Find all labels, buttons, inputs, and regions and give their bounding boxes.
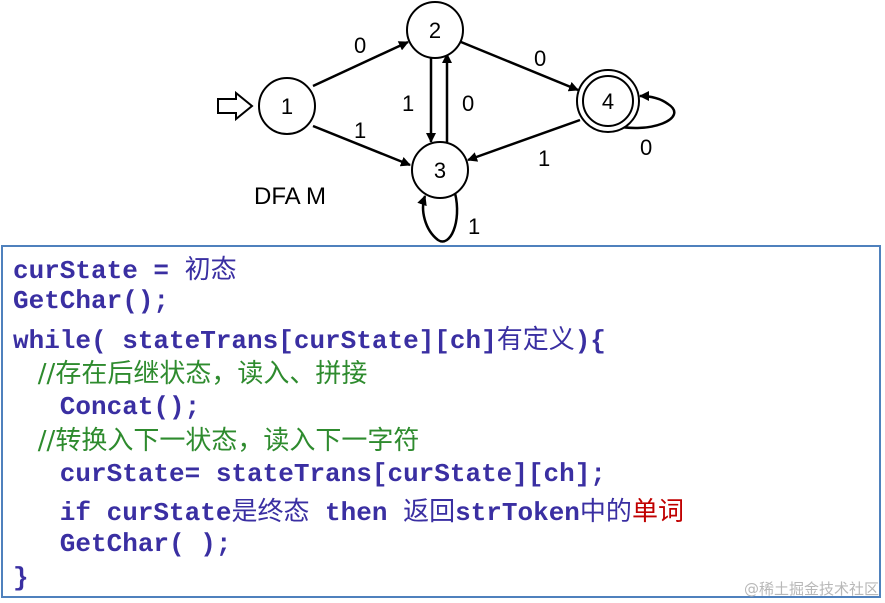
dfa-diagram: 1 2 3 4 0 1 1 0 0 1 0 1 DFA M <box>217 1 676 243</box>
edge-4-4-loop <box>611 91 676 130</box>
code-line-5: Concat(); <box>13 392 201 422</box>
edge-3-3-loop <box>417 192 459 243</box>
state-2: 2 <box>406 1 464 59</box>
state-1: 1 <box>258 77 316 135</box>
code-line-7: curState= stateTrans[curState][ch]; <box>13 459 606 489</box>
edge-4-4-label: 0 <box>640 135 652 160</box>
code-line-10: } <box>13 563 29 593</box>
state-1-label: 1 <box>281 94 293 119</box>
code-line-3: while( stateTrans[curState][ch]有定义){ <box>13 325 606 356</box>
edge-1-2 <box>312 40 409 88</box>
watermark: @稀土掘金技术社区 <box>743 580 879 598</box>
state-4-final: 4 <box>576 69 640 133</box>
edge-4-3-label: 1 <box>538 146 550 171</box>
start-arrow-icon <box>217 90 254 122</box>
edge-3-3-label: 1 <box>468 214 480 239</box>
code-line-4-comment: //存在后继状态，读入、拼接 <box>13 359 368 389</box>
edge-1-3-label: 1 <box>354 118 366 143</box>
code-line-2: GetChar(); <box>13 286 170 316</box>
code-line-1: curState = 初态 <box>13 255 237 286</box>
edge-1-3 <box>312 124 411 167</box>
code-line-6-comment: //转换入下一状态，读入下一字符 <box>13 426 420 456</box>
edge-2-3-label: 1 <box>402 91 414 116</box>
edge-2-4-label: 0 <box>534 46 546 71</box>
state-3: 3 <box>411 141 469 199</box>
edge-1-2-label: 0 <box>354 33 366 58</box>
state-3-label: 3 <box>434 158 446 183</box>
code-line-9: GetChar( ); <box>13 529 232 559</box>
code-line-8: if curState是终态 then 返回strToken中的单词 <box>13 497 684 528</box>
edge-3-2-label: 0 <box>462 91 474 116</box>
state-2-label: 2 <box>429 18 441 43</box>
edge-4-3 <box>467 118 581 162</box>
edge-2-4 <box>460 40 579 92</box>
dfa-name: DFA M <box>254 183 326 210</box>
code-block: curState = 初态 GetChar(); while( stateTra… <box>1 245 881 598</box>
state-4-label: 4 <box>602 89 614 114</box>
